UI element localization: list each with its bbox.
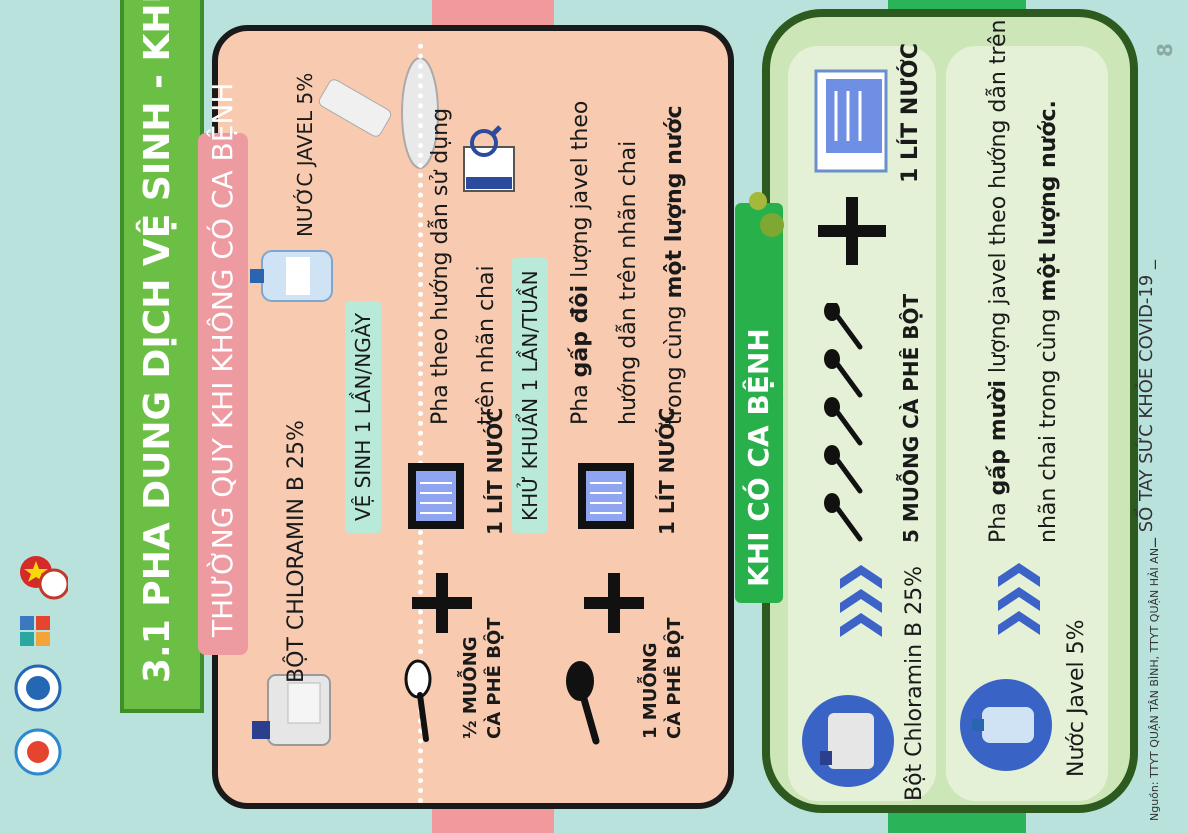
case-text-1-post: lượng javel theo hướng dẫn trên (986, 19, 1011, 381)
pouring-bottle-icon (318, 57, 439, 169)
case-text-1-bold: gấp mười (986, 380, 1011, 496)
disinfect-text-1-post: lượng javel theo (568, 100, 593, 285)
javel-bottle-icon (250, 250, 333, 302)
case-chloramin-jug-icon (802, 695, 894, 787)
case-javel-line-2: nhãn chai trong cùng một lượng nước. (1034, 100, 1064, 543)
five-spoons-icon (816, 303, 863, 542)
virus-icon (749, 192, 784, 237)
case-section-heading: KHI CÓ CA BỆNH (735, 203, 783, 603)
measuring-cup-icon (814, 69, 888, 173)
chloramin-jug-icon (252, 674, 331, 746)
disinfect-javel-line-3: trong cùng một lượng nước (660, 105, 690, 425)
clean-spoon-label-1: ½ MUỖNG (460, 636, 481, 739)
logo-column (8, 548, 70, 788)
source-note: Nguồn: TTYT QUẬN TÂN BÌNH, TTYT QUẬN HẢI… (1148, 547, 1161, 821)
clean-javel-text-1: Pha theo hướng dẫn sử dụng (428, 107, 453, 425)
case-spoons-label: 5 MUỖNG CÀ PHÊ BỘT (899, 293, 923, 543)
half-spoon-icon (404, 659, 432, 742)
case-water-label: 1 LÍT NƯỚC (898, 43, 923, 183)
case-chloramin-label: Bột Chloramin B 25% (902, 565, 927, 801)
disinfect-spoon-label-2: CÀ PHÊ BỘT (664, 617, 685, 739)
disinfect-javel-line-1: Pha gấp đôi lượng javel theo (566, 101, 596, 425)
page-title: 3.1 PHA DUNG DỊCH VỆ SINH - KHỬ KHUẨN (137, 0, 178, 683)
disinfect-javel-line-2: hướng dẫn trên nhãn chai (616, 140, 641, 425)
chevrons-icon-2 (998, 563, 1040, 635)
plus-icon-1 (412, 573, 472, 633)
disinfect-text-1-bold: gấp đôi (568, 284, 593, 378)
water-container-icon (408, 463, 464, 529)
case-text-2-bold: một lượng nước. (1036, 100, 1061, 302)
case-javel-bottle-icon (960, 679, 1052, 771)
clean-pill: VỆ SINH 1 LẦN/NGÀY (345, 300, 381, 533)
full-spoon-icon (566, 661, 600, 745)
clean-javel-text-2: trên nhãn chai (474, 265, 499, 425)
clean-spoon-label-2: CÀ PHÊ BỘT (484, 617, 505, 739)
clean-water-label: 1 LÍT NƯỚC (483, 407, 507, 535)
chevrons-icon-1 (840, 565, 882, 637)
case-text-1-pre: Pha (986, 495, 1011, 543)
disinfect-spoon-label-1: 1 MUỖNG (640, 642, 661, 739)
disinfect-water-label: 1 LÍT NƯỚC (655, 407, 679, 535)
normal-section-heading: THƯỜNG QUY KHI KHÔNG CÓ CA BỆNH (198, 83, 248, 655)
disinfect-text-3-pre: trong cùng (662, 298, 687, 426)
directions-icon (463, 125, 515, 192)
case-text-2-pre: nhãn chai trong cùng (1036, 301, 1061, 543)
logos-icon (14, 556, 70, 776)
case-javel-line-1: Pha gấp mười lượng javel theo hướng dẫn … (984, 20, 1014, 543)
disinfect-text-3-bold: một lượng nước (662, 105, 687, 299)
plus-icon-3 (818, 197, 886, 265)
water-container-icon-2 (578, 463, 634, 529)
normal-chloramin-label: BỘT CHLORAMIN B 25% (284, 420, 309, 683)
disinfect-text-1-pre: Pha (568, 377, 593, 425)
footer-title: _ SỔ TAY SỨC KHỎE COVID-19 _ (1136, 259, 1157, 547)
disinfect-pill: KHỬ KHUẨN 1 LẦN/TUẦN (512, 258, 548, 533)
case-javel-label: Nước Javel 5% (1064, 619, 1089, 777)
plus-icon-2 (584, 573, 644, 633)
